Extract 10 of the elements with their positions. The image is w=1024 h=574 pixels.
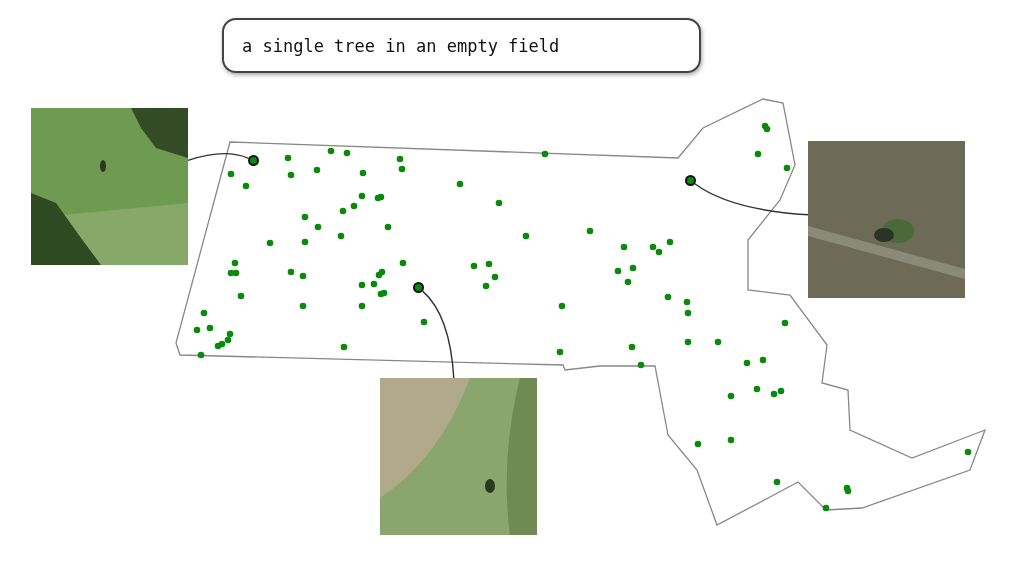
highlighted-point bbox=[685, 175, 696, 186]
leader-line bbox=[421, 290, 455, 379]
leader-line bbox=[187, 152, 250, 162]
query-text: a single tree in an empty field bbox=[242, 35, 560, 56]
aerial-photo-drawing bbox=[380, 378, 537, 535]
highlighted-point bbox=[248, 155, 259, 166]
highlighted-point bbox=[413, 282, 424, 293]
query-box bbox=[222, 18, 701, 73]
leader-line bbox=[694, 183, 809, 216]
aerial-photo-drawing bbox=[31, 108, 188, 265]
